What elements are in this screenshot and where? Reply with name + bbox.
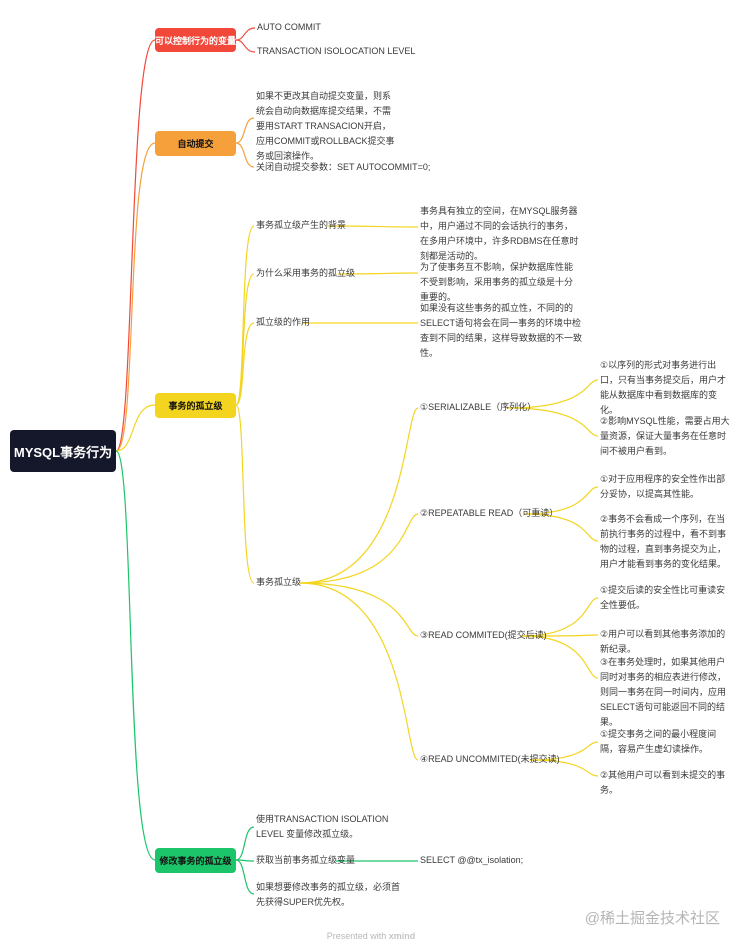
leaf-modify-2[interactable]: 获取当前事务孤立级变量 xyxy=(256,855,356,865)
leaf-serializable-1[interactable]: ①以序列的形式对事务进行出口，只有当事务提交后，用户才能从数据库中看到数据库的变… xyxy=(600,360,727,415)
leaf-role[interactable]: 孤立级的作用 xyxy=(256,317,311,327)
leaf-committed-3[interactable]: ③在事务处理时，如果其他用户同时对事务的相应表进行修改，则同一事务在同一时间内，… xyxy=(600,657,727,727)
xmind-brand: xmind xyxy=(388,931,416,941)
root-topic[interactable]: MYSQL事务行为 xyxy=(10,430,116,472)
presented-with-footer: Presented with xmind xyxy=(0,931,742,941)
leaf-repeatable-read[interactable]: ②REPEATABLE READ（可重读） xyxy=(420,508,559,518)
leaf-background[interactable]: 事务孤立级产生的背景 xyxy=(256,220,347,230)
topic-modify-isolation[interactable]: 修改事务的孤立级 xyxy=(155,848,236,873)
leaf-uncommitted-2[interactable]: ②其他用户可以看到未提交的事务。 xyxy=(600,770,726,795)
leaf-modify-1[interactable]: 使用TRANSACTION ISOLATION LEVEL 变量修改孤立级。 xyxy=(256,814,389,839)
topic-autocommit[interactable]: 自动提交 xyxy=(155,131,236,156)
footer-prefix: Presented with xyxy=(326,931,387,941)
leaf-background-text[interactable]: 事务具有独立的空间，在MYSQL服务器中，用户通过不同的会话执行的事务，在多用户… xyxy=(420,206,579,261)
leaf-autocommit[interactable]: AUTO COMMIT xyxy=(257,22,321,32)
topic-control-variables[interactable]: 可以控制行为的变量 xyxy=(155,28,236,52)
leaf-uncommitted-1[interactable]: ①提交事务之间的最小程度间隔，容易产生虚幻读操作。 xyxy=(600,729,717,754)
leaf-read-committed[interactable]: ③READ COMMITED(提交后读) xyxy=(420,630,547,640)
leaf-repeatable-2[interactable]: ②事务不会看成一个序列，在当前执行事务的过程中，看不到事物的过程，直到事务提交为… xyxy=(600,514,727,569)
leaf-committed-1[interactable]: ①提交后读的安全性比可重读安全性要低。 xyxy=(600,585,726,610)
leaf-committed-2[interactable]: ②用户可以看到其他事务添加的新纪录。 xyxy=(600,629,726,654)
leaf-serializable-2[interactable]: ②影响MYSQL性能，需要占用大量资源，保证大量事务在任意时间不被用户看到。 xyxy=(600,416,730,456)
leaf-autocommit-desc[interactable]: 如果不更改其自动提交变量，则系统会自动向数据库提交结果，不需要用START TR… xyxy=(256,91,395,161)
leaf-repeatable-1[interactable]: ①对于应用程序的安全性作出部分妥协，以提高其性能。 xyxy=(600,474,726,499)
leaf-serializable[interactable]: ①SERIALIZABLE（序列化） xyxy=(420,402,537,412)
leaf-autocommit-off[interactable]: 关闭自动提交参数：SET AUTOCOMMIT=0; xyxy=(256,162,431,172)
juejin-watermark: @稀土掘金技术社区 xyxy=(584,910,720,927)
topic-isolation-level[interactable]: 事务的孤立级 xyxy=(155,393,236,418)
leaf-read-uncommitted[interactable]: ④READ UNCOMMITED(未提交读) xyxy=(420,754,560,764)
leaf-why-text[interactable]: 为了使事务互不影响，保护数据库性能不受到影响，采用事务的孤立级是十分重要的。 xyxy=(420,262,574,302)
leaf-role-text[interactable]: 如果没有这些事务的孤立性，不同的的SELECT语句将会在同一事务的环境中检查到不… xyxy=(420,303,583,358)
leaf-why[interactable]: 为什么采用事务的孤立级 xyxy=(256,268,356,278)
leaf-isolation-levels[interactable]: 事务孤立级 xyxy=(256,577,302,587)
leaf-transaction-isolation[interactable]: TRANSACTION ISOLOCATION LEVEL xyxy=(257,46,416,56)
leaf-modify-3[interactable]: 如果想要修改事务的孤立级，必须首先获得SUPER优先权。 xyxy=(256,882,401,907)
leaf-sql-query[interactable]: SELECT @@tx_isolation; xyxy=(420,855,524,865)
